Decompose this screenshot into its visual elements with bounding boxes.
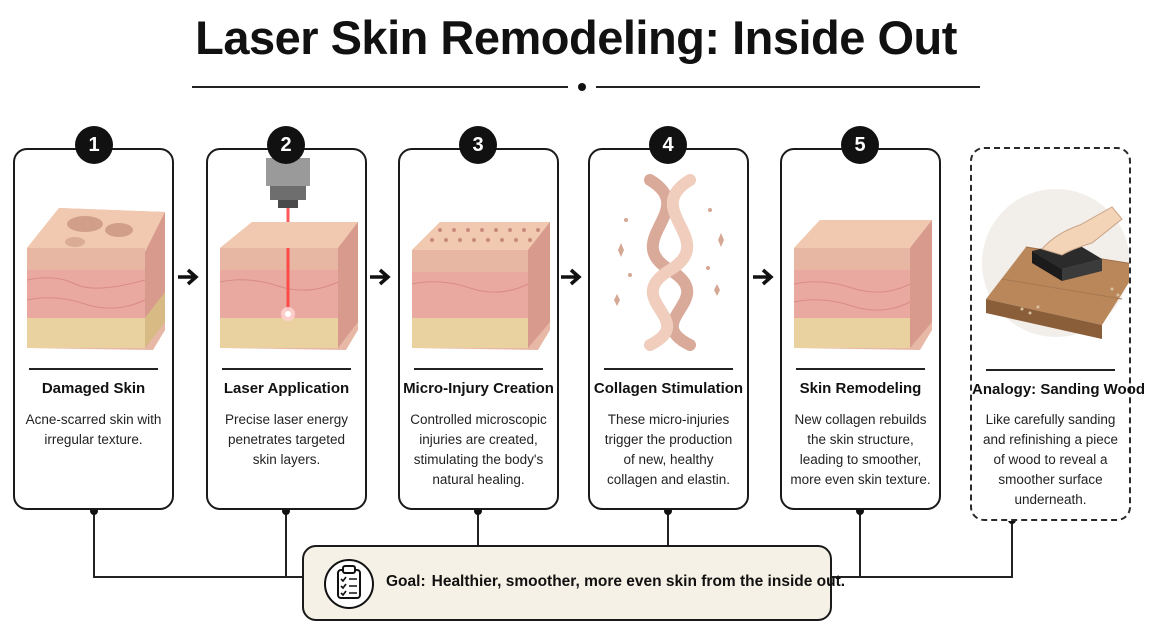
page-title: Laser Skin Remodeling: Inside Out	[195, 11, 957, 64]
analogy-card-sanding-wood: Analogy: Sanding Wood Like carefully san…	[970, 147, 1146, 521]
sanding-wood-illustration	[982, 189, 1129, 339]
clipboard-checklist-icon	[324, 559, 374, 609]
title-rule-dot	[578, 83, 586, 91]
goal-box: Goal: Healthier, smoother, more even skin…	[302, 545, 845, 621]
card-divider	[29, 368, 158, 370]
step-number-badge: 3	[459, 126, 497, 164]
title-rule-left	[192, 86, 568, 88]
card-title: Laser Application	[223, 380, 350, 397]
title-rule-right	[596, 86, 980, 88]
card-description: New collagen rebuilds the skin structure…	[790, 412, 931, 487]
card-title: Damaged Skin	[41, 380, 146, 397]
card-description: Controlled microscopic injuries are crea…	[410, 412, 547, 487]
card-divider	[986, 369, 1115, 371]
step-number-badge: 1	[75, 126, 113, 164]
arrow-right-icon	[178, 268, 199, 286]
card-divider	[796, 368, 925, 370]
goal-label: Goal:	[386, 573, 426, 590]
step-number-badge: 2	[267, 126, 305, 164]
card-description: These micro-injuries trigger the product…	[604, 412, 733, 487]
arrow-right-icon	[370, 268, 391, 286]
remodeled-skin-illustration	[793, 220, 932, 350]
step-card-laser-application: Laser Application Precise laser energy p…	[206, 148, 367, 510]
goal-statement: Goal: Healthier, smoother, more even skin…	[386, 573, 845, 591]
laser-application-illustration	[219, 158, 358, 350]
card-divider	[222, 368, 351, 370]
card-description: Acne-scarred skin with irregular texture…	[25, 412, 162, 447]
step-number-badge: 4	[649, 126, 687, 164]
arrow-right-icon	[561, 268, 582, 286]
step-card-micro-injury: Micro-Injury Creation Controlled microsc…	[398, 148, 559, 510]
card-description: Precise laser energy penetrates targeted…	[224, 412, 349, 467]
step-card-damaged-skin: Damaged Skin Acne-scarred skin with irre…	[13, 148, 174, 510]
damaged-skin-illustration	[26, 208, 165, 350]
card-divider	[414, 368, 543, 370]
goal-text: Healthier, smoother, more even skin from…	[431, 573, 846, 590]
step-number-badge: 5	[841, 126, 879, 164]
arrow-right-icon	[753, 268, 774, 286]
card-description: Like carefully sanding and refinishing a…	[982, 412, 1119, 507]
card-title: Skin Remodeling	[799, 380, 922, 397]
step-card-skin-remodeling: Skin Remodeling New collagen rebuilds th…	[780, 148, 941, 510]
micro-injury-illustration	[411, 222, 550, 350]
collagen-helix-illustration	[614, 174, 724, 351]
card-divider	[604, 368, 733, 370]
card-title: Analogy: Sanding Wood	[972, 381, 1146, 398]
card-title: Micro-Injury Creation	[403, 380, 554, 397]
step-card-collagen-stimulation: Collagen Stimulation These micro-injurie…	[588, 148, 749, 510]
card-title: Collagen Stimulation	[593, 380, 744, 397]
